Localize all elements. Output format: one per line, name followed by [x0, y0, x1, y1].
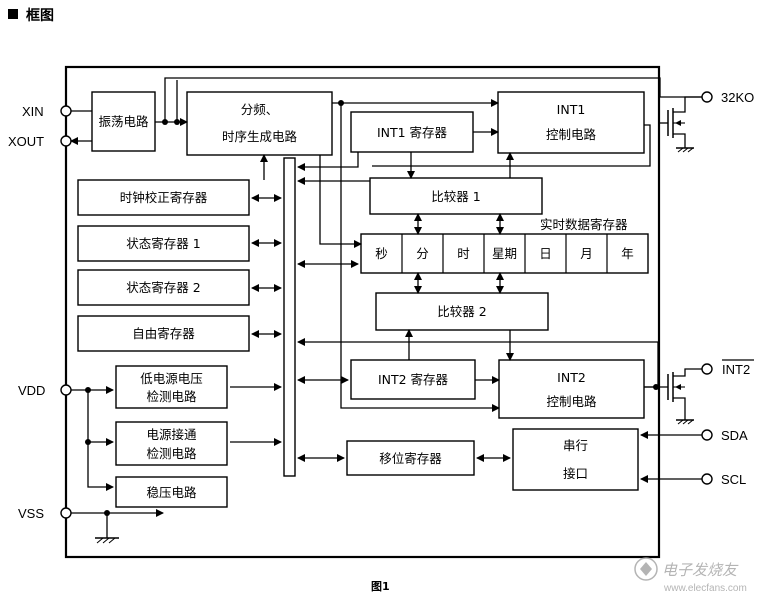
rtc-register-label: 实时数据寄存器: [540, 217, 628, 232]
pin-vss: VSS: [18, 506, 72, 521]
int2-control-block: INT2 控制电路: [498, 359, 645, 419]
pin-xout: XOUT: [8, 134, 72, 149]
watermark-logo-icon: [634, 557, 658, 581]
rtc-cell-day: 日: [539, 246, 552, 261]
transistor-int2-icon: [644, 368, 702, 425]
status-register-1-block: 状态寄存器 1: [77, 225, 250, 262]
svg-text:控制电路: 控制电路: [546, 394, 597, 409]
svg-text:检测电路: 检测电路: [146, 389, 197, 404]
comparator-1-block: 比较器 1: [369, 177, 543, 215]
svg-text:INT2: INT2: [722, 362, 750, 377]
rtc-cell-hour: 时: [457, 246, 470, 261]
svg-text:接口: 接口: [563, 466, 588, 481]
chip-outline: [64, 65, 661, 559]
rtc-register-row: 秒 分 时 星期 日 月 年: [360, 233, 649, 274]
svg-text:比较器 2: 比较器 2: [437, 304, 486, 319]
svg-text:INT2 寄存器: INT2 寄存器: [378, 372, 449, 387]
pin-32ko: 32KO: [701, 90, 754, 105]
int2-register-block: INT2 寄存器: [350, 359, 476, 400]
svg-text:SDA: SDA: [721, 428, 748, 443]
rtc-cell-minute: 分: [416, 246, 429, 261]
figure-caption: 图1: [371, 580, 390, 593]
serial-interface-block: 串行 接口: [512, 428, 639, 491]
svg-text:INT1 寄存器: INT1 寄存器: [377, 125, 448, 140]
int1-control-block: INT1 控制电路: [497, 91, 645, 154]
transistor-32ko-icon: [660, 96, 702, 153]
divider-timing-block: 分频、 时序生成电路: [186, 91, 333, 156]
pin-vdd: VDD: [18, 383, 72, 398]
svg-text:比较器 1: 比较器 1: [431, 189, 480, 204]
comparator-2-block: 比较器 2: [375, 292, 549, 331]
svg-text:控制电路: 控制电路: [546, 127, 597, 142]
rtc-cell-second: 秒: [375, 246, 388, 261]
pin-scl: SCL: [701, 472, 746, 487]
shift-register-block: 移位寄存器: [346, 440, 475, 476]
svg-text:INT2: INT2: [557, 370, 586, 385]
svg-text:VSS: VSS: [18, 506, 44, 521]
rtc-cell-weekday: 星期: [492, 246, 517, 261]
svg-text:状态寄存器 1: 状态寄存器 1: [126, 236, 200, 251]
svg-text:32KO: 32KO: [721, 90, 754, 105]
watermark: 电子发烧友 www.elecfans.com: [634, 557, 747, 594]
int1-register-block: INT1 寄存器: [350, 111, 474, 153]
svg-text:电源接通: 电源接通: [146, 427, 197, 442]
svg-text:VDD: VDD: [18, 383, 45, 398]
svg-text:时钟校正寄存器: 时钟校正寄存器: [120, 190, 208, 205]
svg-text:检测电路: 检测电路: [146, 446, 197, 461]
status-register-2-block: 状态寄存器 2: [77, 269, 250, 306]
clock-adjust-register-block: 时钟校正寄存器: [77, 179, 250, 216]
wires: [70, 77, 702, 538]
svg-text:串行: 串行: [563, 438, 588, 453]
pin-xin: XIN: [22, 104, 72, 119]
svg-text:INT1: INT1: [557, 102, 586, 117]
watermark-url: www.elecfans.com: [663, 583, 747, 594]
svg-text:稳压电路: 稳压电路: [146, 485, 197, 500]
header-square-icon: [8, 9, 18, 19]
pin-int2: INT2: [701, 359, 754, 377]
ground-icon: [95, 537, 119, 544]
svg-text:SCL: SCL: [721, 472, 746, 487]
pin-sda: SDA: [701, 428, 748, 443]
power-on-detect-block: 电源接通 检测电路: [115, 421, 228, 466]
oscillator-block: 振荡电路: [91, 91, 156, 152]
svg-text:XOUT: XOUT: [8, 134, 44, 149]
low-voltage-detect-block: 低电源电压 检测电路: [115, 365, 228, 409]
svg-text:振荡电路: 振荡电路: [98, 114, 149, 129]
header-title: 框图: [26, 7, 54, 24]
watermark-text: 电子发烧友: [662, 561, 739, 579]
free-register-block: 自由寄存器: [77, 315, 250, 352]
svg-text:XIN: XIN: [22, 104, 44, 119]
svg-text:自由寄存器: 自由寄存器: [132, 326, 195, 341]
svg-text:移位寄存器: 移位寄存器: [379, 451, 442, 466]
rtc-cell-year: 年: [621, 246, 634, 261]
svg-text:时序生成电路: 时序生成电路: [222, 129, 298, 144]
svg-text:分频、: 分频、: [241, 102, 279, 117]
internal-bus: [283, 157, 296, 477]
regulator-block: 稳压电路: [115, 476, 228, 508]
svg-text:状态寄存器 2: 状态寄存器 2: [126, 280, 200, 295]
svg-text:低电源电压: 低电源电压: [140, 371, 203, 386]
rtc-cell-month: 月: [580, 246, 593, 261]
